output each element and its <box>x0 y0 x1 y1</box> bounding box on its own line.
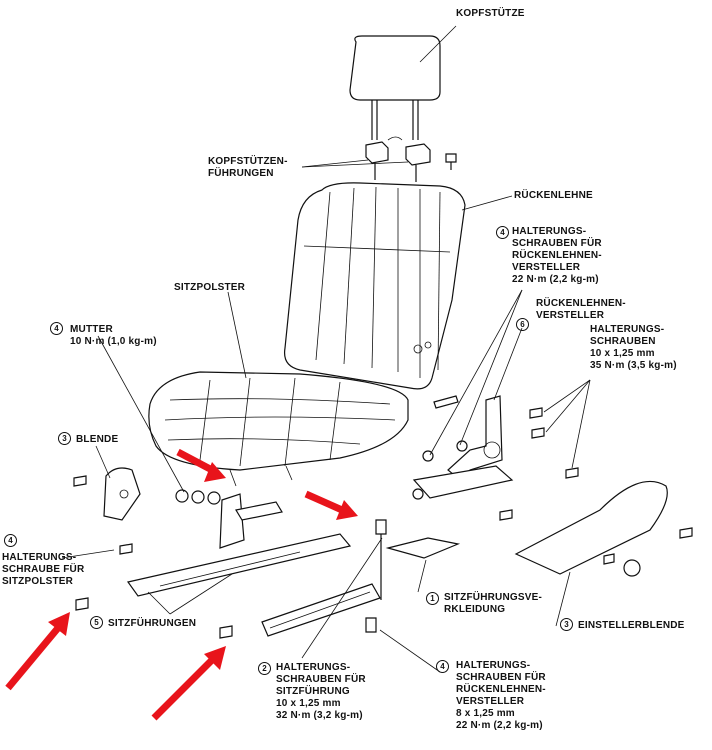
label-seat-cushion: SITZPOLSTER <box>174 282 246 293</box>
headrest-guides-part <box>365 136 457 182</box>
backrest-part <box>283 182 466 390</box>
red-arrows <box>5 448 358 721</box>
label-recliner: RÜCKENLEHNEN- VERSTELLER <box>536 298 626 321</box>
label-headrest: KOPFSTÜTZE <box>456 8 525 19</box>
label-bracket-bolt-cushion: HALTERUNGS- SCHRAUBE FÜR SITZPOLSTER <box>2 552 85 587</box>
label-nut: MUTTER 10 N·m (1,0 kg-m) <box>70 324 157 347</box>
callout-4b: 4 <box>50 322 63 335</box>
callout-2: 2 <box>258 662 271 675</box>
callout-1: 1 <box>426 592 439 605</box>
cover-part <box>73 467 141 521</box>
callout-5: 5 <box>90 616 103 629</box>
recliner-part <box>412 395 514 500</box>
label-adjuster-cover: EINSTELLERBLENDE <box>578 620 685 631</box>
recliner-bolts-part <box>499 407 579 521</box>
label-headrest-guides: KOPFSTÜTZEN- FÜHRUNGEN <box>208 156 288 179</box>
label-seat-tracks: SITZFÜHRUNGEN <box>108 618 197 629</box>
label-bracket-bolts-recliner-bottom: HALTERUNGS- SCHRAUBEN FÜR RÜCKENLEHNEN- … <box>456 660 546 731</box>
label-backrest: RÜCKENLEHNE <box>514 190 593 201</box>
headrest-part <box>349 35 441 140</box>
callout-3a: 3 <box>58 432 71 445</box>
seat-cushion-part <box>148 371 409 487</box>
label-bracket-bolts-track: HALTERUNGS- SCHRAUBEN FÜR SITZFÜHRUNG 10… <box>276 662 366 721</box>
leader-lines <box>61 25 591 673</box>
label-track-cover: SITZFÜHRUNGSVE- RKLEIDUNG <box>444 592 542 615</box>
nut-part <box>175 489 221 505</box>
callout-4d: 4 <box>436 660 449 673</box>
label-cover: BLENDE <box>76 434 119 445</box>
callout-3b: 3 <box>560 618 573 631</box>
seat-tracks-part <box>75 493 461 639</box>
label-bracket-bolts-right: HALTERUNGS- SCHRAUBEN 10 x 1,25 mm 35 N·… <box>590 324 677 371</box>
label-bracket-bolts-recliner-top: HALTERUNGS- SCHRAUBEN FÜR RÜCKENLEHNEN- … <box>512 226 602 285</box>
callout-6: 6 <box>516 318 529 331</box>
callout-4a: 4 <box>496 226 509 239</box>
adjuster-cover-part <box>514 480 693 577</box>
callout-4c: 4 <box>4 534 17 547</box>
